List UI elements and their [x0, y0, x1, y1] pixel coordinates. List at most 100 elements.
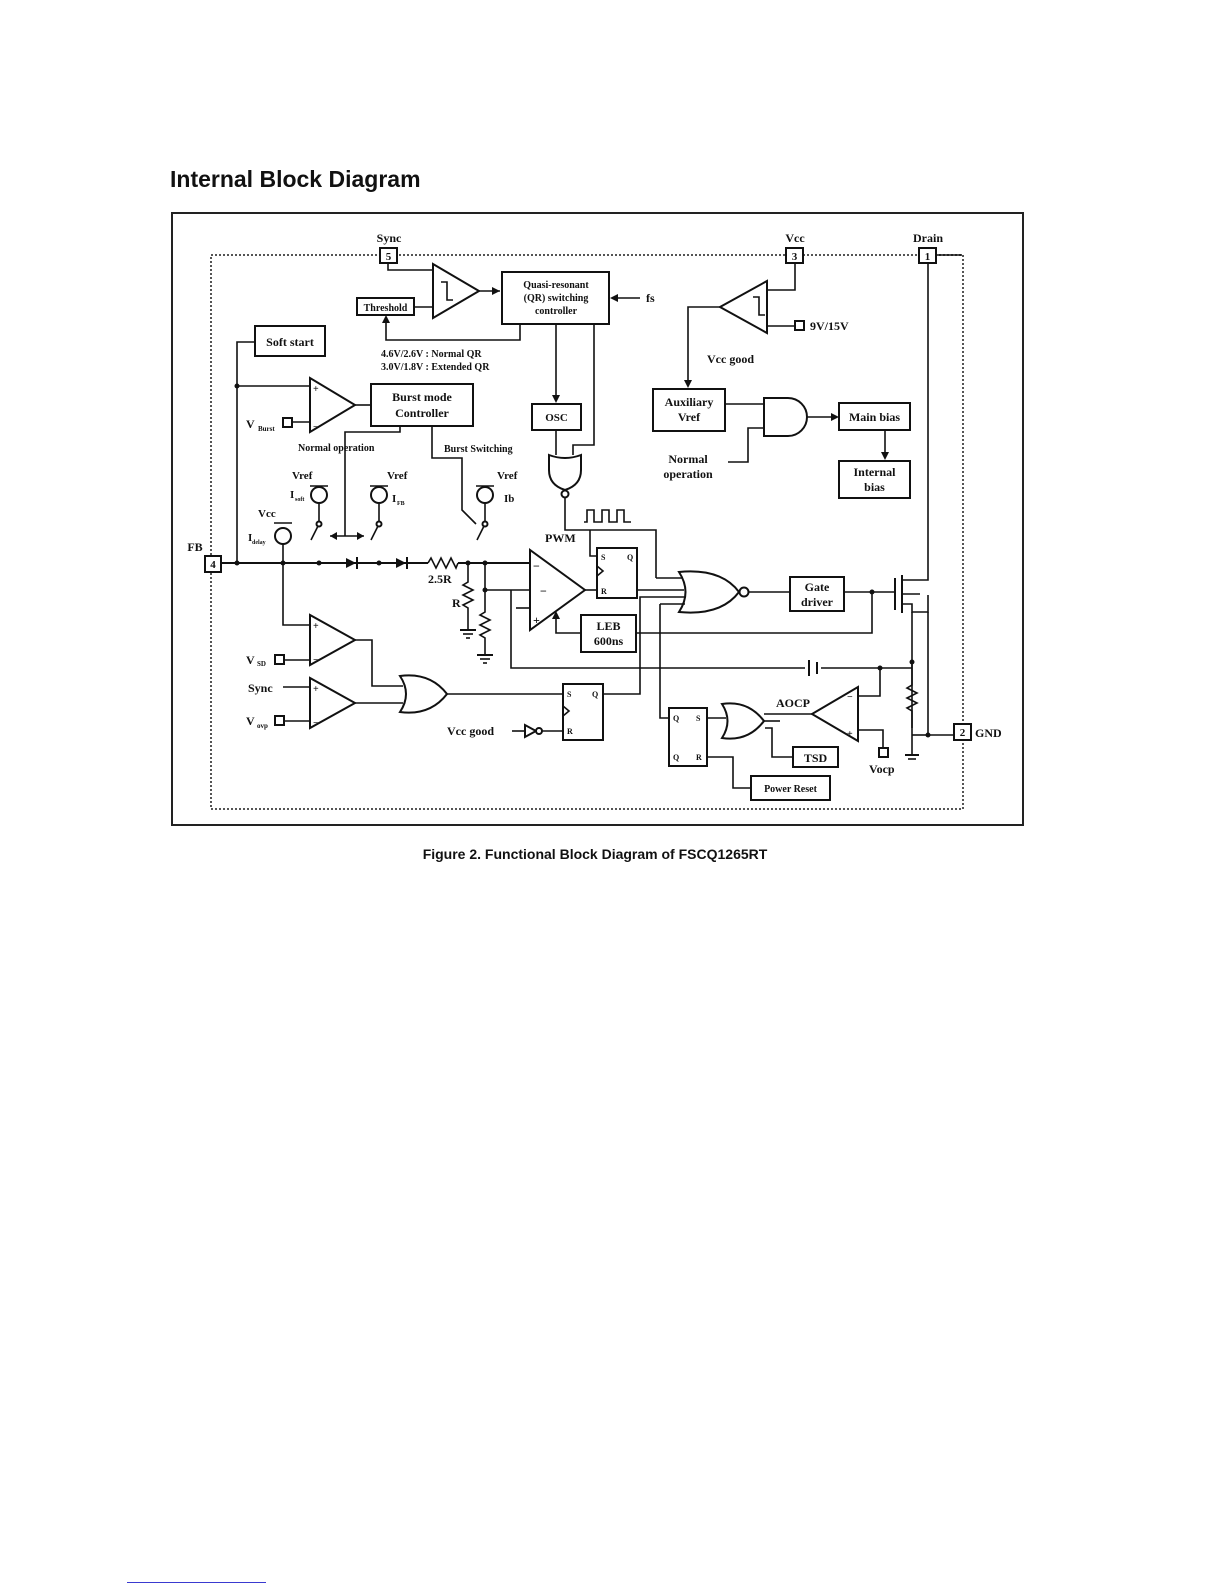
i-fb-source: Vref I FB — [370, 470, 408, 516]
chip-boundary — [210, 254, 964, 810]
svg-text:(QR) switching: (QR) switching — [524, 293, 589, 304]
svg-text:I: I — [248, 532, 252, 544]
svg-text:operation: operation — [663, 467, 713, 481]
svg-text:Main bias: Main bias — [849, 410, 900, 424]
svg-text:+: + — [313, 384, 319, 395]
svg-text:−: − — [313, 718, 319, 729]
uvlo-ref-pin — [794, 320, 805, 331]
svg-text:S: S — [696, 714, 701, 723]
diode-1 — [346, 558, 356, 568]
pwm-latch: S R Q — [596, 547, 638, 599]
svg-text:Power Reset: Power Reset — [764, 784, 818, 795]
svg-text:Vocp: Vocp — [869, 762, 895, 776]
svg-text:Vref: Vref — [387, 470, 408, 482]
gate-driver-block: Gate driver — [789, 576, 845, 612]
svg-text:FB: FB — [187, 540, 202, 554]
leb-block: LEB 600ns — [580, 614, 637, 653]
protection-latch: Q S Q R — [668, 707, 708, 767]
power-mosfet — [894, 262, 929, 613]
svg-text:Q: Q — [673, 714, 679, 723]
svg-text:Q: Q — [673, 753, 679, 762]
svg-text:V: V — [246, 653, 255, 667]
svg-text:Threshold: Threshold — [364, 303, 408, 314]
gate-nor — [677, 570, 741, 614]
svg-text:+: + — [313, 684, 319, 695]
svg-text:3: 3 — [792, 251, 798, 263]
svg-text:FB: FB — [397, 501, 405, 507]
svg-text:Auxiliary: Auxiliary — [665, 395, 714, 409]
vcc-good-inverter — [524, 723, 539, 739]
svg-text:Vref: Vref — [292, 470, 313, 482]
pin-sync: Sync 5 — [377, 231, 402, 264]
v-ovp-pin — [274, 715, 285, 726]
osc-nor-gate — [548, 453, 582, 492]
svg-text:−: − — [313, 422, 319, 433]
pin-gnd: 2 GND — [953, 723, 1002, 741]
svg-text:R: R — [696, 753, 702, 762]
power-reset-block: Power Reset — [750, 775, 831, 801]
svg-text:Burst: Burst — [258, 425, 275, 433]
vcc-good-low-label: Vcc good — [447, 724, 494, 738]
pwm-label: PWM — [545, 531, 576, 545]
fs-label: fs — [646, 291, 655, 305]
pin-drain: Drain 1 — [913, 231, 943, 264]
svg-text:+: + — [847, 729, 853, 740]
svg-text:R: R — [601, 587, 607, 596]
svg-text:Internal: Internal — [854, 465, 897, 479]
svg-text:V: V — [246, 714, 255, 728]
figure-caption: Figure 2. Functional Block Diagram of FS… — [422, 846, 768, 862]
svg-text:−: − — [847, 692, 853, 703]
svg-text:R: R — [567, 727, 573, 736]
svg-text:Normal: Normal — [668, 452, 708, 466]
section-title: Internal Block Diagram — [170, 166, 421, 192]
svg-text:+: + — [313, 621, 319, 632]
pin-vcc: Vcc 3 — [785, 231, 805, 264]
qr-switching-controller: Quasi-resonant (QR) switching controller — [501, 271, 610, 325]
svg-text:delay: delay — [252, 540, 266, 546]
footer-rule — [127, 1582, 266, 1583]
svg-text:V: V — [246, 417, 255, 431]
svg-text:Sync: Sync — [248, 681, 273, 695]
svg-text:S: S — [567, 690, 572, 699]
svg-text:driver: driver — [801, 595, 834, 609]
svg-text:Vcc: Vcc — [258, 508, 276, 520]
i-delay-source: Vcc I delay — [248, 508, 292, 546]
svg-text:Drain: Drain — [913, 231, 943, 245]
resistor-2-5r — [427, 556, 459, 570]
diode-2 — [396, 558, 406, 568]
svg-text:controller: controller — [535, 306, 578, 317]
qr-extended-label: 3.0V/1.8V : Extended QR — [381, 362, 490, 373]
main-bias-block: Main bias — [838, 402, 911, 431]
svg-text:Vref: Vref — [497, 470, 518, 482]
vocp-pin — [878, 747, 889, 758]
ovp-comparator — [309, 676, 358, 730]
svg-text:I: I — [392, 493, 396, 505]
diagram-frame — [171, 212, 1024, 826]
svg-text:Vref: Vref — [678, 410, 701, 424]
soft-start-block: Soft start — [254, 325, 326, 357]
svg-text:Gate: Gate — [805, 580, 830, 594]
sd-comparator — [309, 613, 358, 667]
svg-text:−: − — [533, 559, 540, 573]
svg-text:Burst mode: Burst mode — [392, 390, 452, 404]
svg-text:Quasi-resonant: Quasi-resonant — [523, 280, 589, 291]
svg-text:SD: SD — [257, 660, 266, 668]
svg-text:−: − — [313, 655, 319, 666]
uvlo-comparator — [717, 279, 768, 335]
threshold-block: Threshold — [356, 297, 415, 316]
sync-comparator — [432, 262, 481, 320]
svg-text:Sync: Sync — [377, 231, 402, 245]
aocp-comparator — [810, 685, 859, 743]
svg-text:R: R — [452, 596, 461, 610]
svg-text:ovp: ovp — [257, 722, 268, 730]
burst-switching-label: Burst Switching — [444, 444, 513, 455]
svg-text:4: 4 — [210, 559, 216, 571]
svg-text:soft: soft — [295, 497, 304, 503]
svg-text:bias: bias — [864, 480, 885, 494]
svg-text:Vcc: Vcc — [785, 231, 805, 245]
pin-fb: FB 4 — [187, 540, 222, 573]
svg-text:Q: Q — [627, 553, 633, 562]
tsd-block: TSD — [792, 746, 839, 768]
svg-text:Q: Q — [592, 690, 598, 699]
